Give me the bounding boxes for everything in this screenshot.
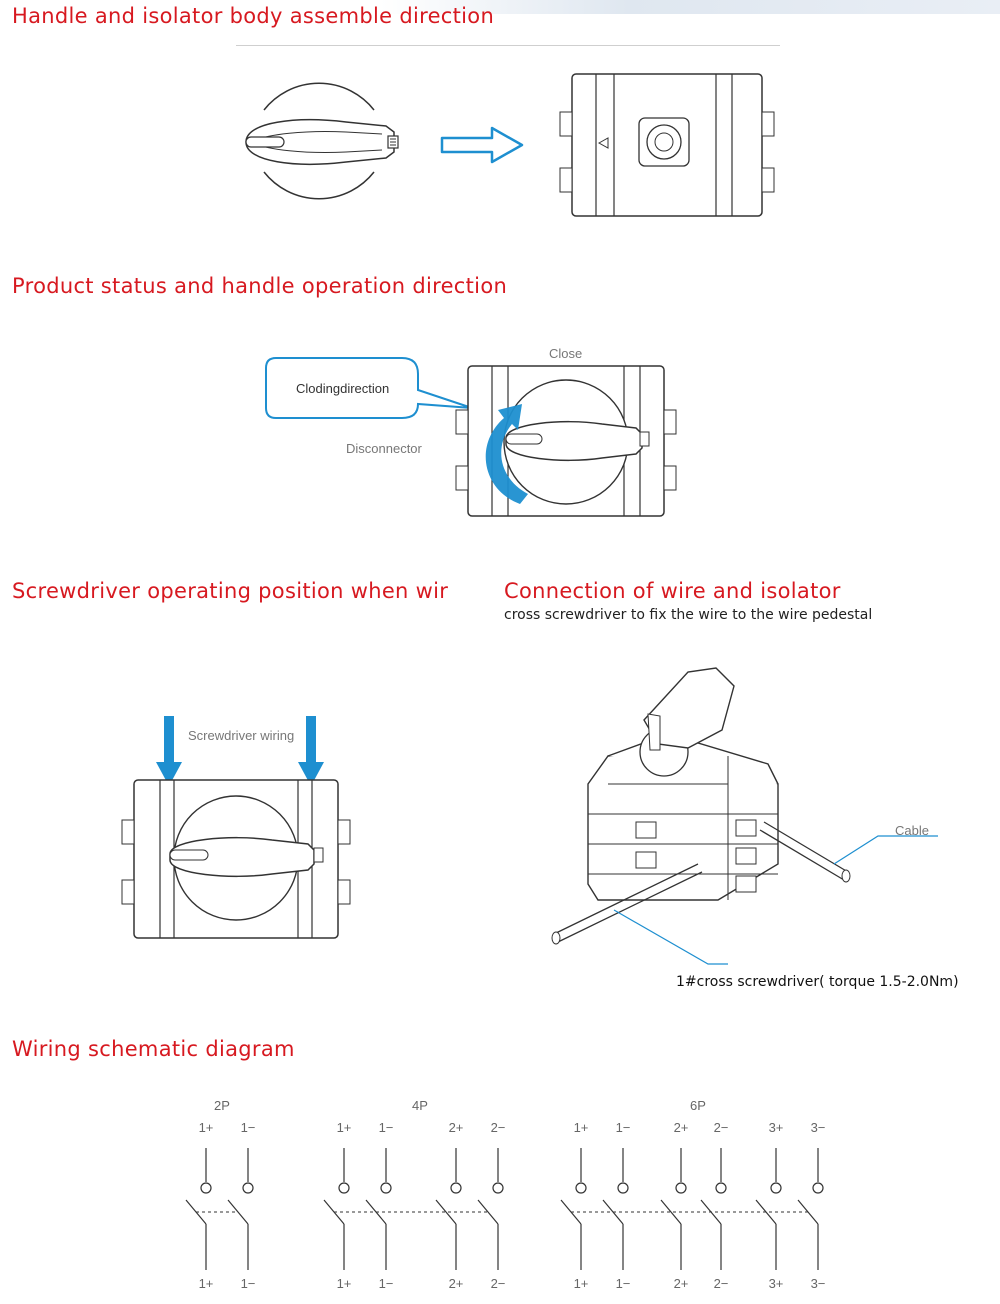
terminal-contact (242, 1182, 254, 1194)
terminal-top-label: 2− (491, 1120, 506, 1135)
terminal-contact (575, 1182, 587, 1194)
switch-blade (660, 1199, 682, 1225)
terminal-bottom-label: 2− (714, 1276, 729, 1291)
terminal-bottom-label: 1− (616, 1276, 631, 1291)
terminal-contact (380, 1182, 392, 1194)
terminal-bottom-label: 2− (491, 1276, 506, 1291)
terminal-top-label: 2− (714, 1120, 729, 1135)
closing-direction-callout (265, 357, 473, 419)
disconnector-label: Disconnector (346, 441, 422, 456)
terminal-top-label: 1+ (574, 1120, 589, 1135)
close-label: Close (549, 346, 583, 361)
switch-blade (477, 1199, 499, 1225)
terminal-top-label: 2+ (449, 1120, 464, 1135)
terminal-bottom-label: 2+ (449, 1276, 464, 1291)
screwdriver-wiring-label: Screwdriver wiring (188, 728, 295, 743)
terminal-top-label: 1+ (337, 1120, 352, 1135)
pole-group-label: 6P (690, 1098, 706, 1113)
terminal-top-label: 1− (616, 1120, 631, 1135)
terminal-contact (675, 1182, 687, 1194)
connection-subtitle: cross screwdriver to fix the wire to the… (504, 607, 873, 623)
pole-group-label: 4P (412, 1098, 428, 1113)
terminal-bottom-label: 1− (241, 1276, 256, 1291)
assemble-section-title: Handle and isolator body assemble direct… (12, 4, 495, 28)
divider (236, 45, 780, 46)
wiring-section-title: Wiring schematic diagram (12, 1037, 295, 1061)
terminal-top-label: 2+ (674, 1120, 689, 1135)
terminal-contact (770, 1182, 782, 1194)
torque-label: 1#cross screwdriver( torque 1.5-2.0Nm) (676, 974, 959, 990)
switch-blade (227, 1199, 249, 1225)
terminal-top-label: 1− (379, 1120, 394, 1135)
switch-blade (435, 1199, 457, 1225)
terminal-bottom-label: 2+ (674, 1276, 689, 1291)
wire-connection-illustration (551, 667, 938, 965)
terminal-contact (200, 1182, 212, 1194)
terminal-bottom-label: 1+ (337, 1276, 352, 1291)
terminal-contact (812, 1182, 824, 1194)
terminal-top-label: 3− (811, 1120, 826, 1135)
screwdriver-section-title: Screwdriver operating position when wir (12, 579, 449, 603)
assemble-direction-arrow (440, 126, 524, 164)
terminal-contact (617, 1182, 629, 1194)
terminal-top-label: 1+ (199, 1120, 214, 1135)
isolator-status-illustration (455, 365, 677, 517)
terminal-contact (338, 1182, 350, 1194)
terminal-bottom-label: 1+ (199, 1276, 214, 1291)
handle-illustration (245, 82, 399, 200)
terminal-bottom-label: 3− (811, 1276, 826, 1291)
terminal-bottom-label: 1+ (574, 1276, 589, 1291)
terminal-top-label: 3+ (769, 1120, 784, 1135)
wiring-schematic: 2P1+1+1−1−4P1+1+1−1−2+2+2−2−6P1+1+1−1−2+… (185, 1098, 826, 1291)
status-section-title: Product status and handle operation dire… (12, 274, 508, 298)
isolator-body-illustration (559, 73, 775, 217)
screwdriver-position-illustration (121, 716, 351, 939)
terminal-top-label: 1− (241, 1120, 256, 1135)
callout-text: Clodingdirection (296, 381, 390, 396)
terminal-contact (492, 1182, 504, 1194)
pole-group-label: 2P (214, 1098, 230, 1113)
terminal-contact (715, 1182, 727, 1194)
connection-section-title: Connection of wire and isolator (504, 579, 841, 603)
terminal-contact (450, 1182, 462, 1194)
terminal-bottom-label: 1− (379, 1276, 394, 1291)
terminal-bottom-label: 3+ (769, 1276, 784, 1291)
cable-label: Cable (895, 823, 929, 838)
top-decorative-bar (380, 0, 1000, 14)
